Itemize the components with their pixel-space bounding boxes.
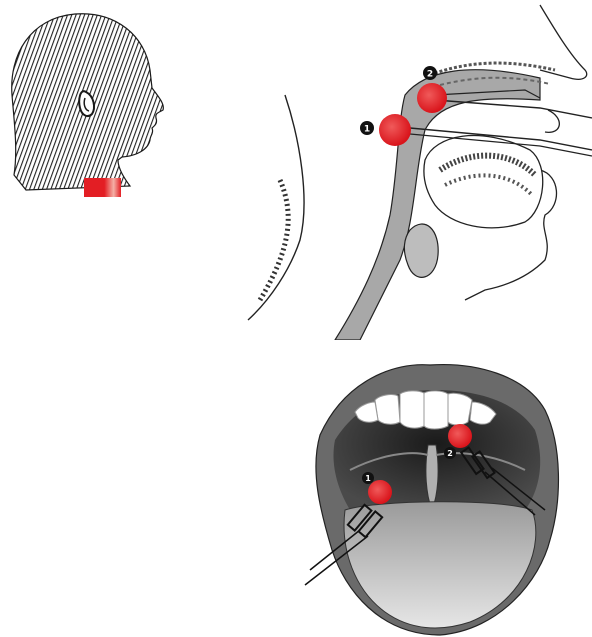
marker-2-label: 2 [447,449,453,458]
marker-1-label: 1 [365,474,371,483]
electrode-dot-1 [368,480,392,504]
marker-2: 2 [423,66,437,80]
electrode-dot-2 [417,83,447,113]
marker-1: 1 [360,121,374,135]
head-profile-figure [0,0,180,200]
marker-2: 2 [444,447,456,459]
open-mouth-figure: 1 2 [300,360,592,637]
sagittal-section-icon: 1 2 [240,0,592,340]
face-outline [540,5,587,79]
back-of-head-curve [248,95,304,320]
marker-2-label: 2 [427,70,433,80]
sagittal-section-figure: 1 2 [240,0,592,340]
electrode-dot-1 [379,114,411,146]
head-profile-icon [0,0,180,200]
open-mouth-icon: 1 2 [300,360,592,637]
electrode-dot-2 [448,424,472,448]
neck-marker [84,178,121,197]
marker-1: 1 [362,472,374,484]
marker-1-label: 1 [364,125,370,135]
tongue-outline [424,136,543,228]
epiglottis-outline [404,224,438,277]
